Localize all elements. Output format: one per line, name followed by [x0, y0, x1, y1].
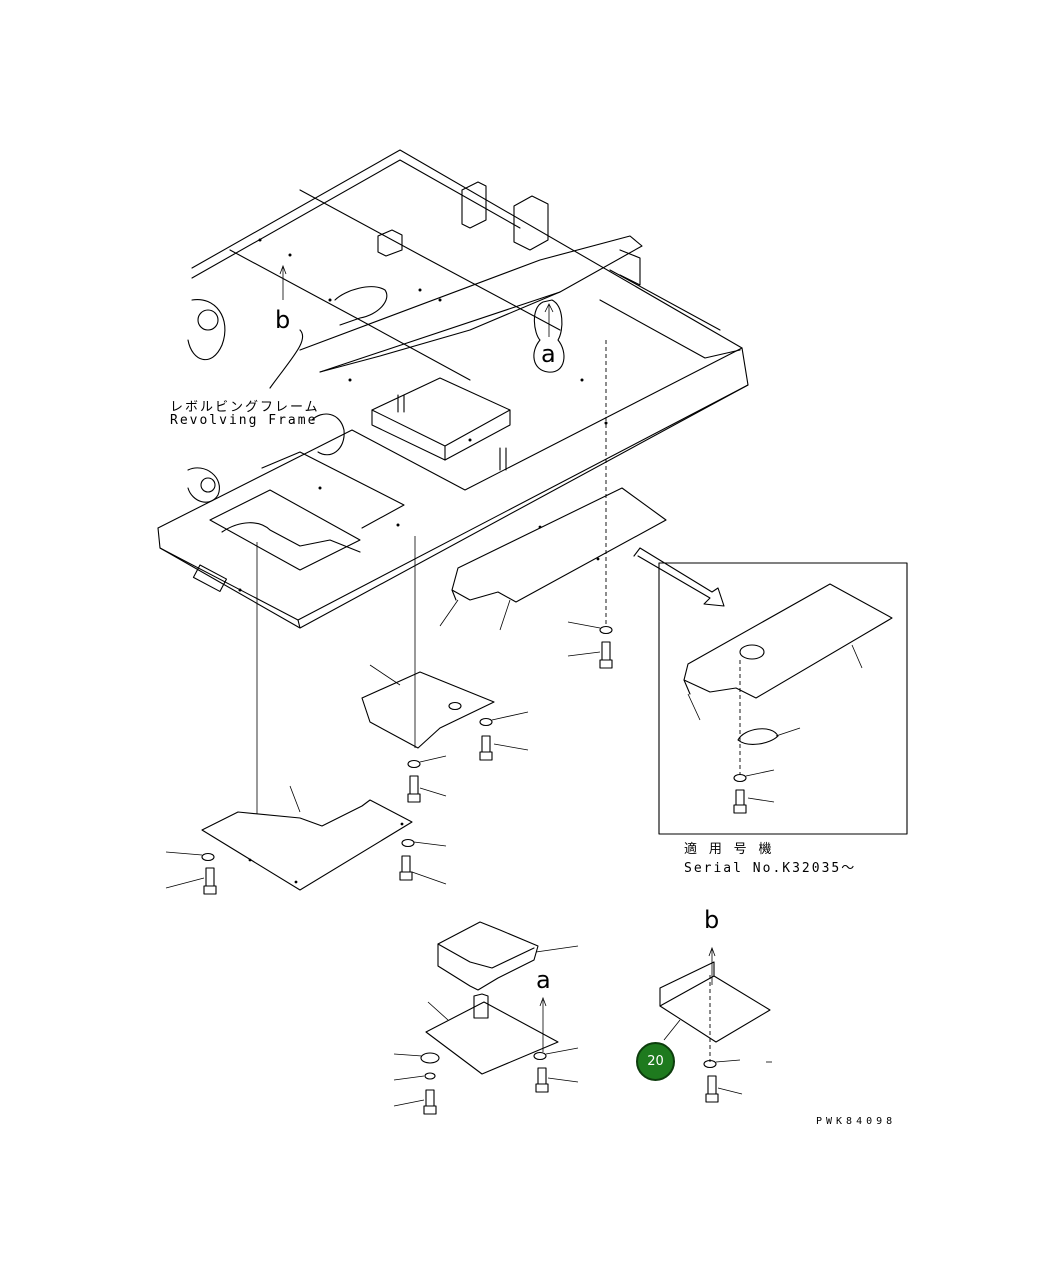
frame-label-en: Revolving Frame	[170, 413, 318, 428]
ref-b-top: b	[275, 306, 291, 334]
frame-label-jp: レボルビングフレーム	[170, 400, 320, 415]
detail-arrow	[633, 547, 725, 607]
projection-lines	[256, 340, 741, 1062]
drawing-code: PWK84098	[816, 1116, 897, 1127]
middle-cover-plate	[361, 621, 613, 803]
lower-left-cover-plate	[165, 785, 447, 895]
ref-b-bottom: b	[704, 906, 720, 934]
detail-inset	[658, 562, 908, 835]
ref-a-bottom: a	[536, 966, 551, 994]
bottom-right-bracket	[659, 961, 772, 1103]
revolving-frame	[157, 149, 749, 629]
bottom-center-assembly	[393, 921, 579, 1115]
serial-label-en: Serial No.K32035～	[684, 861, 857, 876]
ref-a-top: a	[541, 340, 556, 368]
serial-label-jp: 適 用 号 機	[684, 842, 774, 857]
part-number-badge[interactable]: 20	[636, 1042, 675, 1081]
cover-plate-right	[439, 487, 667, 631]
